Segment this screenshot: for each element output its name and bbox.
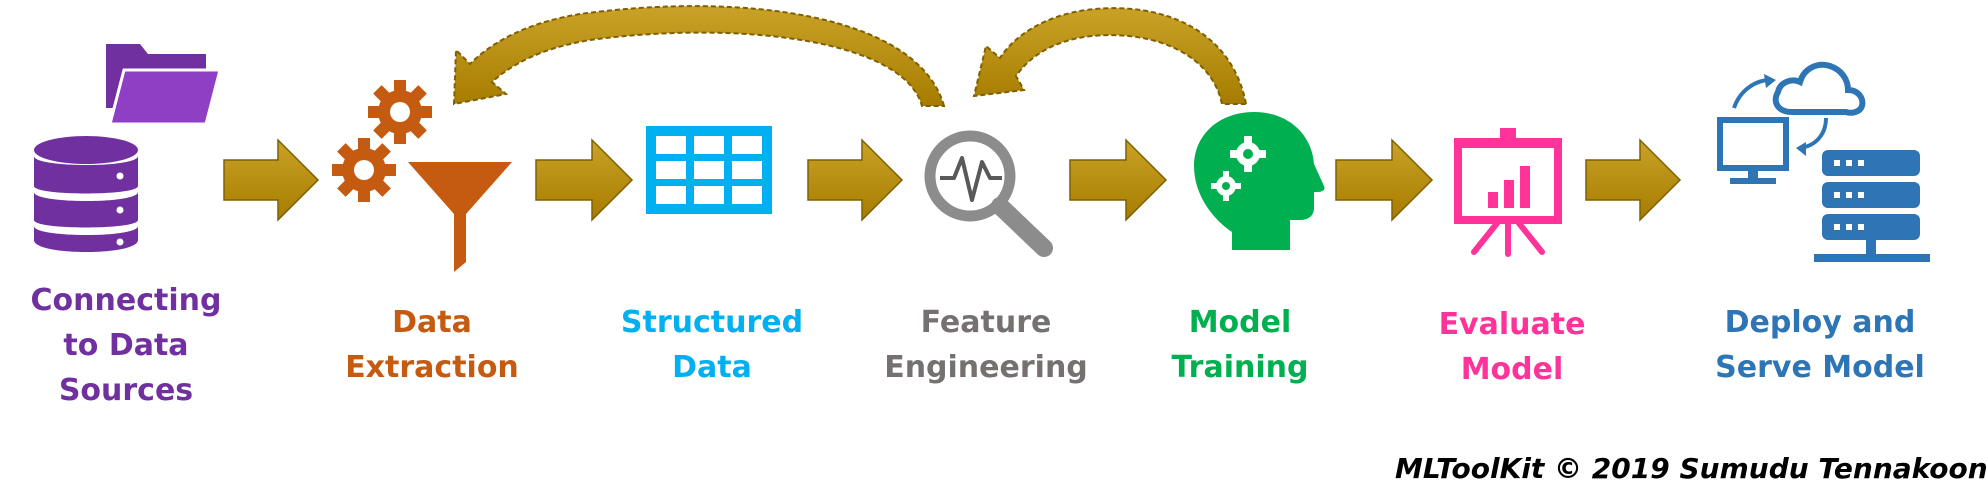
stage-label-line: Extraction (345, 350, 519, 385)
database-folder-icon (34, 44, 222, 252)
feedback-arrow-feature-to-extraction (452, 5, 946, 107)
magnifier-signal-icon (924, 130, 1053, 257)
stage-label-line: Connecting (30, 283, 222, 318)
flow-arrow-5 (1335, 138, 1434, 222)
stage-label-extraction: Data Extraction (332, 300, 532, 390)
feedback-arrow-training-to-feature (972, 7, 1248, 105)
stage-label-line: Training (1171, 350, 1309, 385)
stage-label-line: Model (1188, 305, 1292, 340)
stage-label-deploy: Deploy and Serve Model (1706, 300, 1934, 390)
stage-label-structured: Structured Data (604, 300, 820, 390)
stage-label-line: Feature (920, 305, 1052, 340)
head-gears-icon (1194, 112, 1325, 250)
copyright-credit: MLToolKit © 2019 Sumudu Tennakoon (1395, 452, 1988, 485)
flow-arrow-6 (1585, 138, 1682, 222)
stage-label-line: Serve Model (1715, 350, 1925, 385)
stage-label-connecting: Connecting to Data Sources (22, 278, 230, 413)
gears-funnel-icon (332, 80, 512, 272)
presentation-chart-icon (1454, 128, 1562, 257)
stage-label-line: Sources (58, 373, 194, 408)
stage-label-feature: Feature Engineering (874, 300, 1098, 390)
stage-label-evaluate: Evaluate Model (1416, 302, 1608, 392)
stage-label-line: Structured (620, 305, 804, 340)
stage-label-line: Data (392, 305, 472, 340)
stage-label-line: to Data (63, 328, 189, 363)
stage-label-line: Deploy and (1724, 305, 1916, 340)
flow-arrow-3 (807, 138, 904, 222)
pipeline-diagram (34, 5, 1930, 272)
stage-label-line: Data (672, 350, 752, 385)
flow-arrow-4 (1069, 138, 1168, 222)
table-grid-icon (646, 126, 772, 214)
flow-arrow-1 (223, 138, 320, 222)
stage-label-line: Model (1460, 352, 1564, 387)
cloud-server-icon (1717, 61, 1930, 262)
flow-arrow-2 (535, 138, 634, 222)
stage-label-line: Engineering (884, 350, 1088, 385)
stage-label-line: Evaluate (1438, 307, 1586, 342)
stage-label-training: Model Training (1152, 300, 1328, 390)
